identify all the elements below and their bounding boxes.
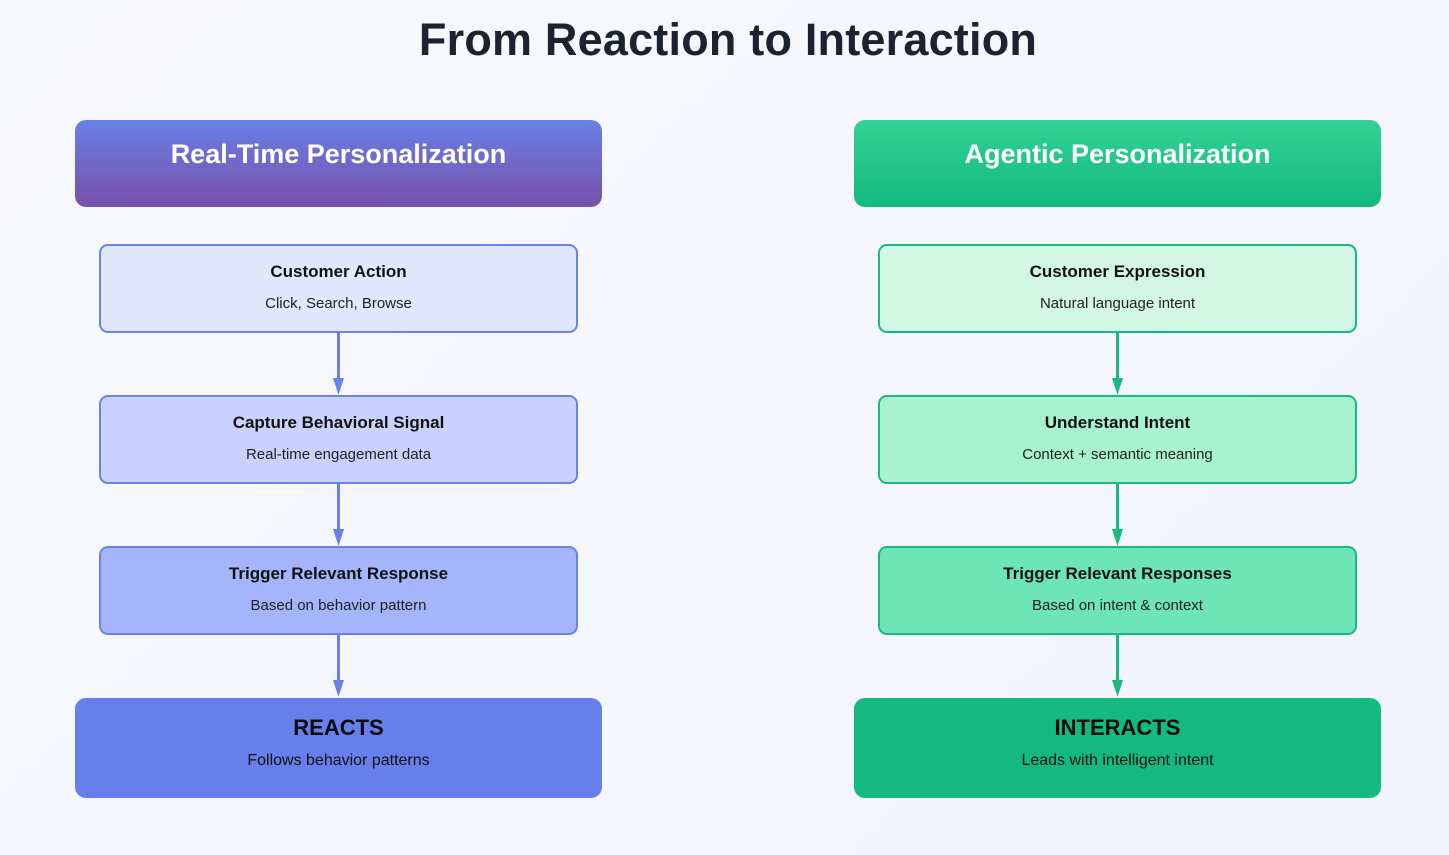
right-step-customer-expression: Customer Expression Natural language int…	[878, 244, 1357, 333]
step-subtitle: Click, Search, Browse	[265, 295, 412, 312]
step-subtitle: Based on intent & context	[1032, 597, 1203, 614]
right-step-understand-intent: Understand Intent Context + semantic mea…	[878, 395, 1357, 484]
right-result-interacts: INTERACTS Leads with intelligent intent	[854, 698, 1381, 798]
step-subtitle: Context + semantic meaning	[1022, 446, 1213, 463]
page-title: From Reaction to Interaction	[418, 14, 1038, 65]
right-arrow-2	[1112, 484, 1123, 546]
step-subtitle: Real-time engagement data	[245, 446, 432, 463]
right-column-header: Agentic Personalization	[854, 120, 1381, 207]
result-subtitle: Follows behavior patterns	[247, 752, 430, 769]
left-arrow-3	[333, 635, 344, 697]
step-subtitle: Natural language intent	[1039, 295, 1196, 312]
step-title: Understand Intent	[1044, 413, 1191, 432]
step-title: Customer Expression	[1029, 262, 1206, 281]
step-subtitle: Based on behavior pattern	[250, 597, 427, 614]
result-title: INTERACTS	[1054, 715, 1181, 740]
left-column-header: Real-Time Personalization	[75, 120, 602, 207]
step-title: Capture Behavioral Signal	[232, 413, 445, 432]
step-title: Customer Action	[270, 262, 407, 281]
right-arrow-3	[1112, 635, 1123, 697]
left-step-capture-signal: Capture Behavioral Signal Real-time enga…	[99, 395, 578, 484]
result-title: REACTS	[293, 715, 384, 740]
step-title: Trigger Relevant Responses	[1003, 564, 1232, 583]
result-subtitle: Leads with intelligent intent	[1021, 752, 1214, 769]
left-result-reacts: REACTS Follows behavior patterns	[75, 698, 602, 798]
left-step-trigger-response: Trigger Relevant Response Based on behav…	[99, 546, 578, 635]
left-arrow-2	[333, 484, 344, 546]
left-arrow-1	[333, 333, 344, 395]
step-title: Trigger Relevant Response	[228, 564, 449, 583]
left-step-customer-action: Customer Action Click, Search, Browse	[99, 244, 578, 333]
right-step-trigger-responses: Trigger Relevant Responses Based on inte…	[878, 546, 1357, 635]
right-arrow-1	[1112, 333, 1123, 395]
